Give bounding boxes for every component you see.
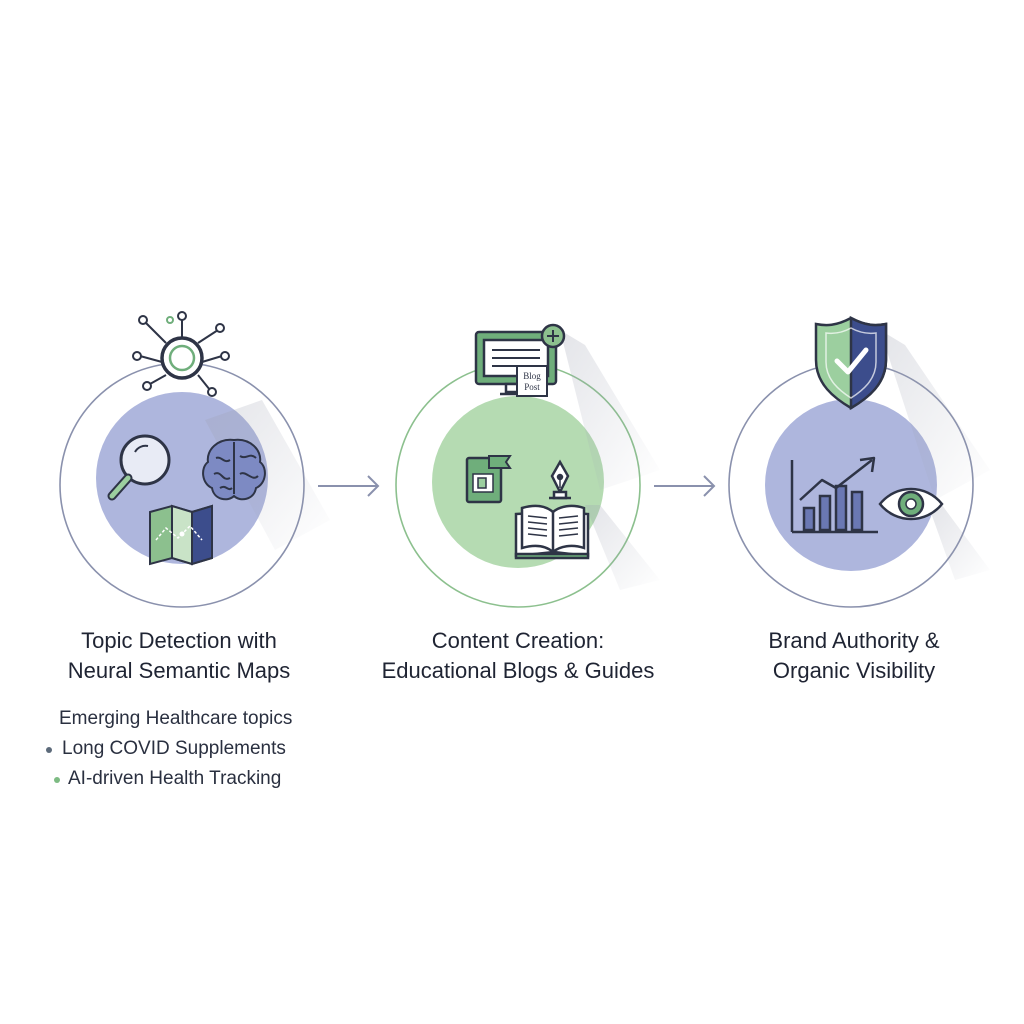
- emerging-topics-list: Emerging Healthcare topics Long COVID Su…: [46, 704, 346, 794]
- arrow-step-1-to-2: [318, 475, 380, 497]
- network-node-icon: [132, 311, 230, 397]
- blog-note-line-1: Blog: [523, 371, 541, 381]
- step-1-title-line-2: Neural Semantic Maps: [67, 658, 291, 683]
- bullet-dot-icon: [54, 777, 60, 783]
- topic-item-label: Long COVID Supplements: [62, 738, 286, 759]
- trend-arrow-icon: [799, 456, 876, 501]
- step-2-title-line-2: Educational Blogs & Guides: [381, 658, 655, 683]
- book-icon: [465, 455, 512, 504]
- step-3-title-line-2: Organic Visibility: [772, 658, 936, 683]
- step-2-book-shadow: [585, 505, 660, 590]
- magnifier-icon: [107, 434, 171, 501]
- step-1-title: Topic Detection with Neural Semantic Map…: [19, 626, 339, 686]
- step-1-long-shadow: [205, 400, 330, 550]
- blog-post-note-icon: Blog Post: [516, 365, 548, 397]
- step-2-title: Content Creation: Educational Blogs & Gu…: [358, 626, 678, 686]
- bar-chart-icon: [790, 460, 878, 534]
- step-2-long-shadow: [560, 330, 660, 490]
- step-3-eye-shadow: [930, 505, 990, 580]
- arrow-step-2-to-3: [654, 475, 716, 497]
- blog-note-line-2: Post: [524, 382, 540, 392]
- topic-item: Long COVID Supplements: [46, 734, 346, 764]
- open-book-icon: [514, 504, 590, 560]
- topics-heading: Emerging Healthcare topics: [59, 708, 293, 729]
- step-1-node: [59, 311, 330, 608]
- bullet-dot-icon: [46, 747, 52, 753]
- pen-nib-icon: [549, 459, 571, 500]
- topic-item: AI-driven Health Tracking: [46, 764, 346, 794]
- map-icon: [149, 504, 213, 566]
- step-3-node: [728, 315, 990, 608]
- plus-badge-icon: [540, 323, 566, 349]
- step-2-node: Blog Post: [395, 323, 660, 608]
- topic-item-label: AI-driven Health Tracking: [68, 768, 282, 789]
- step-3-title-line-1: Brand Authority &: [768, 628, 940, 653]
- step-1-title-line-1: Topic Detection with: [81, 628, 277, 653]
- brain-icon: [202, 438, 266, 501]
- step-3-title: Brand Authority & Organic Visibility: [694, 626, 1014, 686]
- step-2-title-line-1: Content Creation:: [431, 628, 605, 653]
- shield-check-icon: [814, 315, 888, 411]
- eye-icon: [878, 487, 944, 521]
- step-3-long-shadow: [880, 330, 990, 500]
